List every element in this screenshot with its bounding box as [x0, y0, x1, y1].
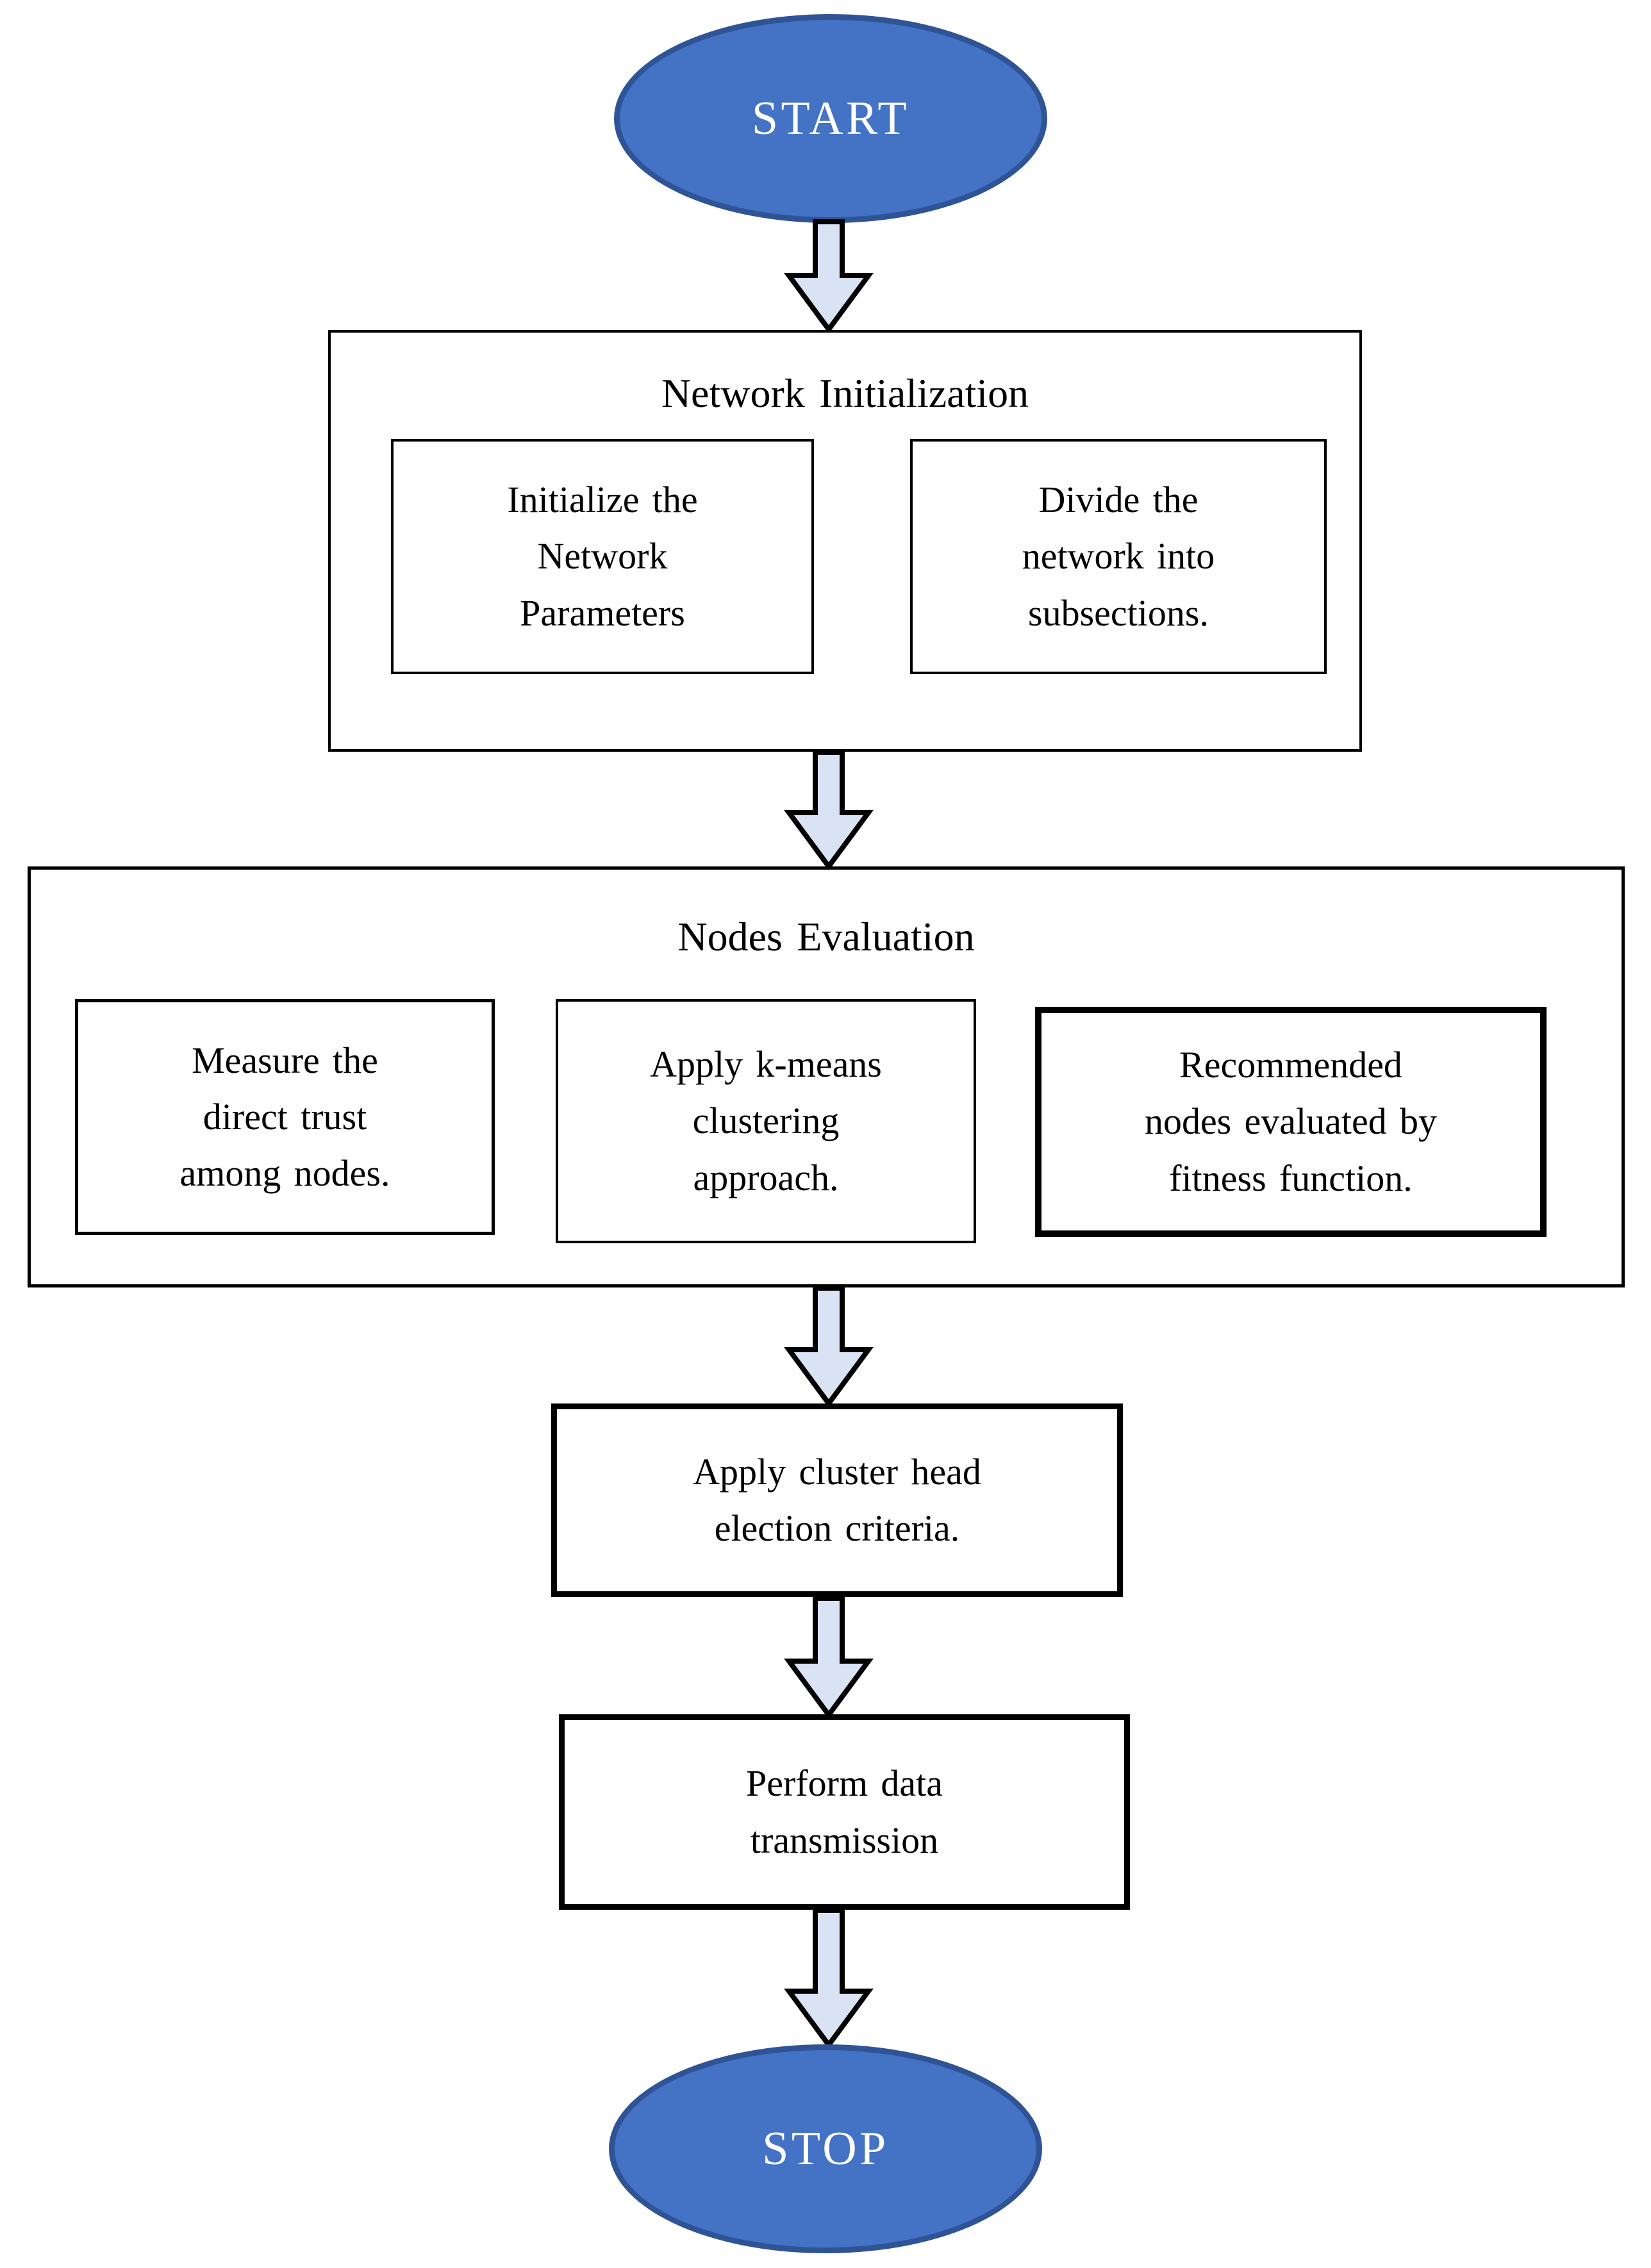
down-arrow-icon [784, 1908, 874, 2048]
down-arrow-icon [784, 750, 874, 869]
recommended-nodes-fitness-label: Recommended nodes evaluated by fitness f… [1144, 1044, 1438, 1199]
divide-network-subsections-step: Divide the network into subsections. [910, 439, 1327, 674]
network-initialization-title: Network Initialization [661, 370, 1029, 416]
apply-cluster-head-election-step: Apply cluster head election criteria. [551, 1403, 1123, 1597]
apply-cluster-head-election-label: Apply cluster head election criteria. [693, 1450, 981, 1549]
initialize-network-parameters-label: Initialize the Network Parameters [507, 479, 698, 634]
divide-network-subsections-label: Divide the network into subsections. [1022, 479, 1215, 634]
apply-kmeans-clustering-label: Apply k-means clustering approach. [650, 1043, 882, 1198]
apply-kmeans-clustering-step: Apply k-means clustering approach. [556, 999, 976, 1243]
perform-data-transmission-step: Perform data transmission [559, 1714, 1130, 1910]
down-arrow-icon [784, 1286, 874, 1406]
perform-data-transmission-label: Perform data transmission [746, 1762, 943, 1861]
down-arrow-icon [784, 219, 874, 332]
measure-direct-trust-step: Measure the direct trust among nodes. [75, 999, 495, 1235]
start-label: START [751, 92, 910, 145]
nodes-evaluation-title: Nodes Evaluation [677, 914, 975, 959]
initialize-network-parameters-step: Initialize the Network Parameters [391, 439, 814, 674]
down-arrow-icon [784, 1596, 874, 1718]
nodes-evaluation-section: Nodes Evaluation Measure the direct trus… [28, 866, 1625, 1287]
stop-terminator: STOP [609, 2044, 1042, 2253]
measure-direct-trust-label: Measure the direct trust among nodes. [179, 1039, 390, 1195]
network-initialization-section: Network Initialization Initialize the Ne… [328, 330, 1362, 752]
stop-label: STOP [762, 2122, 889, 2175]
recommended-nodes-fitness-step: Recommended nodes evaluated by fitness f… [1035, 1007, 1547, 1237]
start-terminator: START [614, 14, 1047, 223]
